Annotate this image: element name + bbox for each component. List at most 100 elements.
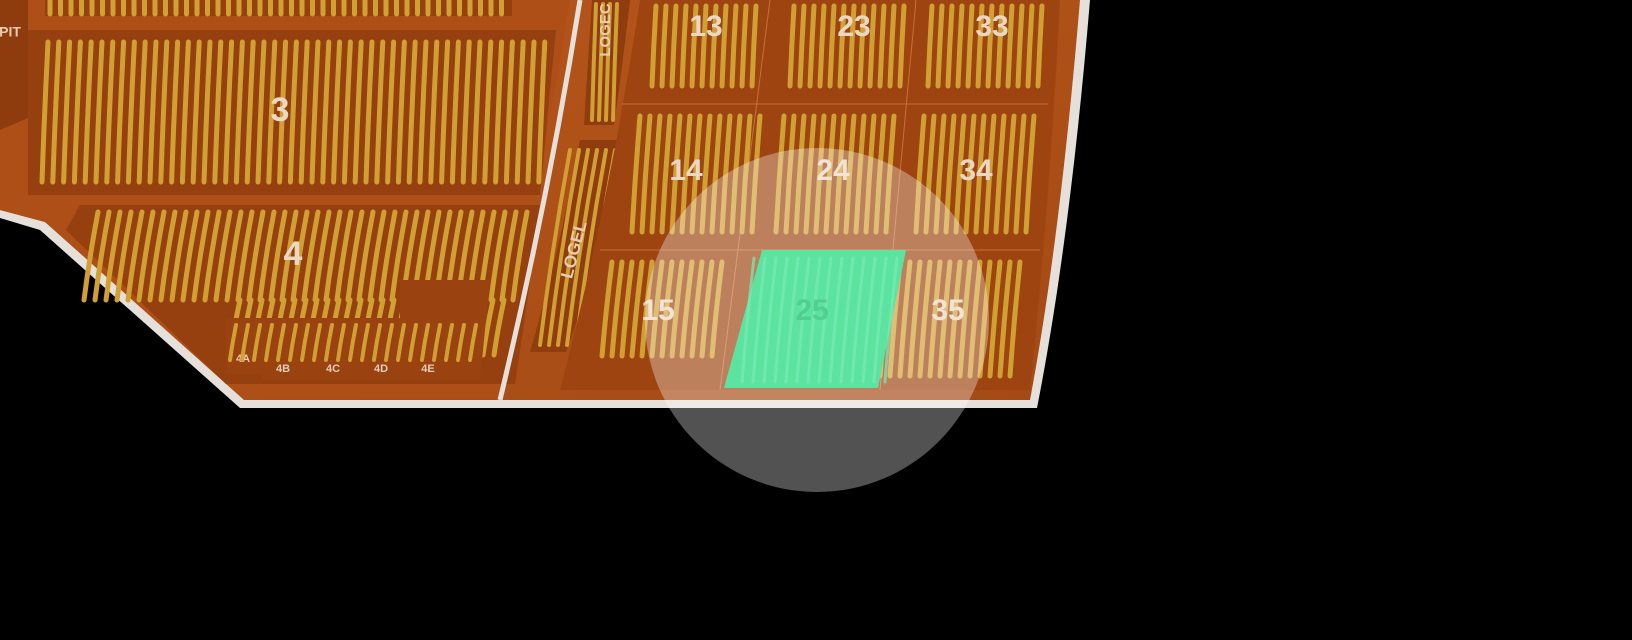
seat-row: [957, 259, 973, 379]
section-3[interactable]: 3: [28, 30, 556, 195]
seat-row: [850, 256, 866, 384]
seat-row: [784, 256, 800, 384]
section-3-label: 3: [271, 91, 290, 129]
section-24[interactable]: 24: [816, 154, 850, 187]
seat-row: [813, 113, 827, 235]
seat-row: [973, 113, 987, 235]
seat-row: [923, 113, 937, 235]
seat-row: [268, 209, 288, 303]
section-14[interactable]: 14: [669, 154, 703, 187]
seat-row: [604, 2, 612, 122]
seat-row: [279, 209, 299, 303]
seat-row: [729, 113, 743, 235]
seat-row: [762, 256, 778, 384]
seat-row: [883, 256, 899, 384]
section-33[interactable]: 33: [975, 10, 1008, 43]
seat-row: [488, 209, 508, 303]
section-24-label[interactable]: 24: [816, 154, 850, 187]
section-pit[interactable]: PIT: [0, 0, 28, 130]
seat-row: [897, 259, 913, 379]
seat-row: [158, 209, 178, 303]
seat-row: [190, 39, 202, 185]
section-3-seat-rows: [39, 39, 548, 185]
seat-row: [679, 113, 693, 235]
seat-row: [266, 39, 278, 185]
seat-row: [224, 209, 244, 303]
seat-row: [887, 3, 897, 89]
seat-row: [276, 323, 286, 362]
section-35-label[interactable]: 35: [931, 294, 964, 327]
seat-row: [933, 113, 947, 235]
seat-row: [679, 259, 695, 359]
section-13-label[interactable]: 13: [689, 10, 722, 43]
seat-row: [264, 323, 274, 362]
section-35[interactable]: 35: [931, 294, 964, 327]
seat-row: [385, 39, 397, 185]
seat-row: [287, 39, 299, 185]
seat-row: [240, 323, 250, 362]
seat-row: [288, 323, 298, 362]
seat-row: [378, 209, 398, 303]
seat-row: [93, 39, 105, 185]
seat-row: [925, 3, 935, 89]
seat-row: [699, 259, 715, 359]
seat-row: [823, 113, 837, 235]
seat-row: [669, 259, 685, 359]
seat-row: [679, 3, 689, 89]
seat-row: [104, 39, 116, 185]
section-logec[interactable]: LOGEC: [584, 0, 630, 125]
seat-row: [71, 39, 83, 185]
seat-row: [843, 113, 857, 235]
seat-row: [709, 113, 723, 235]
seat-row: [82, 39, 94, 185]
section-33-label[interactable]: 33: [975, 10, 1008, 43]
seat-row: [817, 3, 827, 89]
seat-row: [927, 259, 943, 379]
seat-row: [739, 3, 749, 89]
section-25[interactable]: 25: [724, 250, 906, 388]
seat-row: [223, 39, 235, 185]
seat-row: [1023, 113, 1037, 235]
top-strip-seat-rows: [47, 0, 504, 17]
seat-row: [309, 39, 321, 185]
seat-row: [514, 39, 526, 185]
seat-row: [114, 209, 134, 303]
section-23[interactable]: 23: [837, 10, 870, 43]
seat-row: [795, 256, 811, 384]
seat-row: [993, 113, 1007, 235]
seat-row: [482, 39, 494, 185]
section-14-label[interactable]: 14: [669, 154, 703, 187]
section-pit-area[interactable]: [0, 0, 28, 130]
right-block-seat-rows: [599, 3, 1045, 379]
seat-row: [867, 3, 877, 89]
seat-row: [817, 256, 833, 384]
seat-row: [749, 113, 763, 235]
seat-row: [201, 39, 213, 185]
seat-row: [709, 3, 719, 89]
seat-row: [212, 39, 224, 185]
section-15-label[interactable]: 15: [641, 294, 674, 327]
seat-row: [348, 323, 358, 362]
seat-row: [609, 259, 625, 359]
seat-row: [967, 259, 983, 379]
section-34-label[interactable]: 34: [959, 154, 993, 187]
seat-row: [611, 2, 619, 122]
seat-row: [301, 209, 321, 303]
seat-row: [125, 209, 145, 303]
seat-row: [449, 39, 461, 185]
section-34[interactable]: 34: [959, 154, 993, 187]
seat-row: [983, 113, 997, 235]
section-13[interactable]: 13: [689, 10, 722, 43]
seat-row: [389, 209, 409, 303]
seat-row: [432, 323, 442, 362]
seat-row: [837, 3, 847, 89]
seat-row: [257, 209, 277, 303]
seat-row: [740, 256, 756, 384]
seat-row: [471, 39, 483, 185]
section-23-label[interactable]: 23: [837, 10, 870, 43]
section-15[interactable]: 15: [641, 294, 674, 327]
seat-row: [937, 259, 953, 379]
seat-row: [363, 39, 375, 185]
seat-row: [420, 323, 430, 362]
section-4d-label: 4D: [374, 363, 388, 375]
